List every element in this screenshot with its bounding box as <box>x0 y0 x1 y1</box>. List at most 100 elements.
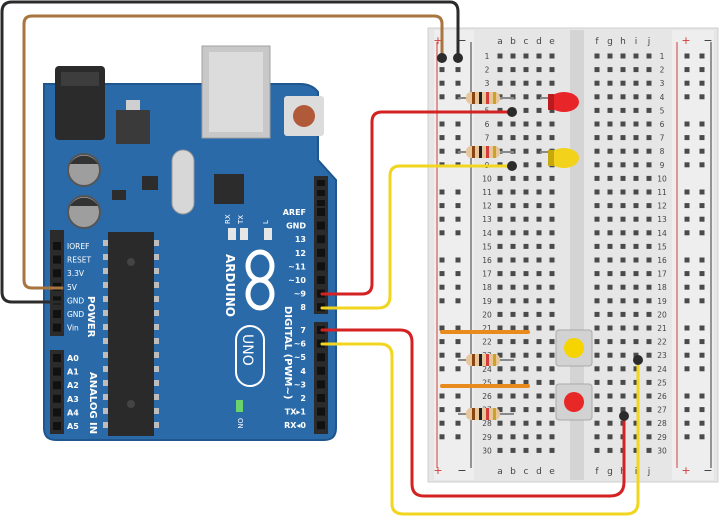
breadboard-hole <box>646 325 652 331</box>
breadboard-hole <box>633 94 639 100</box>
breadboard-hole <box>523 135 529 141</box>
rail-hole <box>455 271 461 277</box>
breadboard-hole <box>633 311 639 317</box>
analog-pin-label: A4 <box>67 408 79 417</box>
breadboard-hole <box>620 366 626 372</box>
rail-hole <box>684 339 690 345</box>
breadboard-hole <box>549 203 555 209</box>
digital-pin <box>317 380 325 389</box>
breadboard-hole <box>594 243 600 249</box>
column-letter: a <box>497 467 503 477</box>
breadboard-hole <box>536 203 542 209</box>
breadboard-hole <box>607 434 613 440</box>
breadboard-hole <box>536 420 542 426</box>
wires <box>0 0 643 516</box>
analog-pin-label: A3 <box>67 395 79 404</box>
rail-hole <box>439 284 445 290</box>
rail-hole <box>699 271 705 277</box>
breadboard-hole <box>510 339 516 345</box>
rail-hole <box>699 230 705 236</box>
breadboard-hole <box>523 162 529 168</box>
breadboard-hole <box>497 230 503 236</box>
rail-sign: + <box>681 34 690 47</box>
rail-hole <box>439 121 445 127</box>
row-number: 19 <box>657 297 667 306</box>
digital-pin <box>317 276 325 284</box>
digital-pin-label: 12 <box>295 249 306 258</box>
power-pin <box>53 269 61 278</box>
row-number: 11 <box>482 188 492 197</box>
rail-hole <box>439 352 445 358</box>
digital-pin <box>317 407 325 416</box>
column-letter: c <box>524 37 529 47</box>
row-number: 27 <box>657 406 667 415</box>
breadboard-hole <box>646 339 652 345</box>
rail-hole <box>439 148 445 154</box>
breadboard-hole <box>523 216 529 222</box>
breadboard-hole <box>536 162 542 168</box>
breadboard-hole <box>523 325 529 331</box>
breadboard-hole <box>594 135 600 141</box>
row-number: 15 <box>482 242 492 251</box>
power-title: POWER <box>85 296 96 338</box>
breadboard-hole <box>497 393 503 399</box>
digital-pin-label: 2 <box>300 394 306 403</box>
row-number: 30 <box>657 446 667 455</box>
digital-pin-label: AREF <box>283 208 306 217</box>
breadboard-hole <box>510 257 516 263</box>
breadboard-hole <box>497 257 503 263</box>
power-pin <box>53 255 61 264</box>
row-number: 1 <box>660 52 665 61</box>
rail-hole <box>684 271 690 277</box>
breadboard-hole <box>510 420 516 426</box>
rail-hole <box>455 298 461 304</box>
rail-hole <box>684 148 690 154</box>
rail-hole <box>684 203 690 209</box>
power-pin <box>53 242 61 250</box>
rail-hole <box>699 366 705 372</box>
breadboard-hole <box>620 352 626 358</box>
power-pin-label: GND <box>67 310 84 319</box>
rail-hole <box>699 284 705 290</box>
breadboard-hole <box>536 325 542 331</box>
analog-pin <box>53 354 61 362</box>
rail-hole <box>684 298 690 304</box>
breadboard-hole <box>620 80 626 86</box>
row-number: 29 <box>482 433 492 442</box>
row-number: 14 <box>482 229 492 238</box>
breadboard-hole <box>523 393 529 399</box>
rail-hole <box>439 420 445 426</box>
breadboard-hole <box>497 379 503 385</box>
rail-hole <box>455 67 461 73</box>
breadboard-hole <box>633 203 639 209</box>
row-number: 12 <box>482 202 492 211</box>
rail-sign: − <box>457 34 466 47</box>
rail-hole <box>684 420 690 426</box>
breadboard-hole <box>536 148 542 154</box>
breadboard-hole <box>607 80 613 86</box>
rail-hole <box>684 352 690 358</box>
row-number: 25 <box>657 378 667 387</box>
breadboard-hole <box>607 162 613 168</box>
components <box>440 92 593 421</box>
breadboard-hole <box>497 67 503 73</box>
breadboard-hole <box>497 243 503 249</box>
rail-hole <box>455 325 461 331</box>
breadboard-hole <box>620 189 626 195</box>
resistor-icon <box>458 92 514 104</box>
breadboard-hole <box>594 393 600 399</box>
breadboard-hole <box>620 339 626 345</box>
analog-pin-label: A0 <box>67 354 79 363</box>
breadboard-hole <box>620 298 626 304</box>
digital-title: DIGITAL (PWM~) <box>282 306 293 399</box>
breadboard-hole <box>620 379 626 385</box>
breadboard-hole <box>523 80 529 86</box>
breadboard-hole <box>594 189 600 195</box>
breadboard-hole <box>510 366 516 372</box>
crystal-oscillator <box>171 149 195 215</box>
breadboard-hole <box>594 434 600 440</box>
column-letter: b <box>510 37 516 47</box>
breadboard-hole <box>510 311 516 317</box>
arduino-board: RX TX L ARDUINO UNO DIGITAL (PWM~) ON IO… <box>43 45 337 441</box>
